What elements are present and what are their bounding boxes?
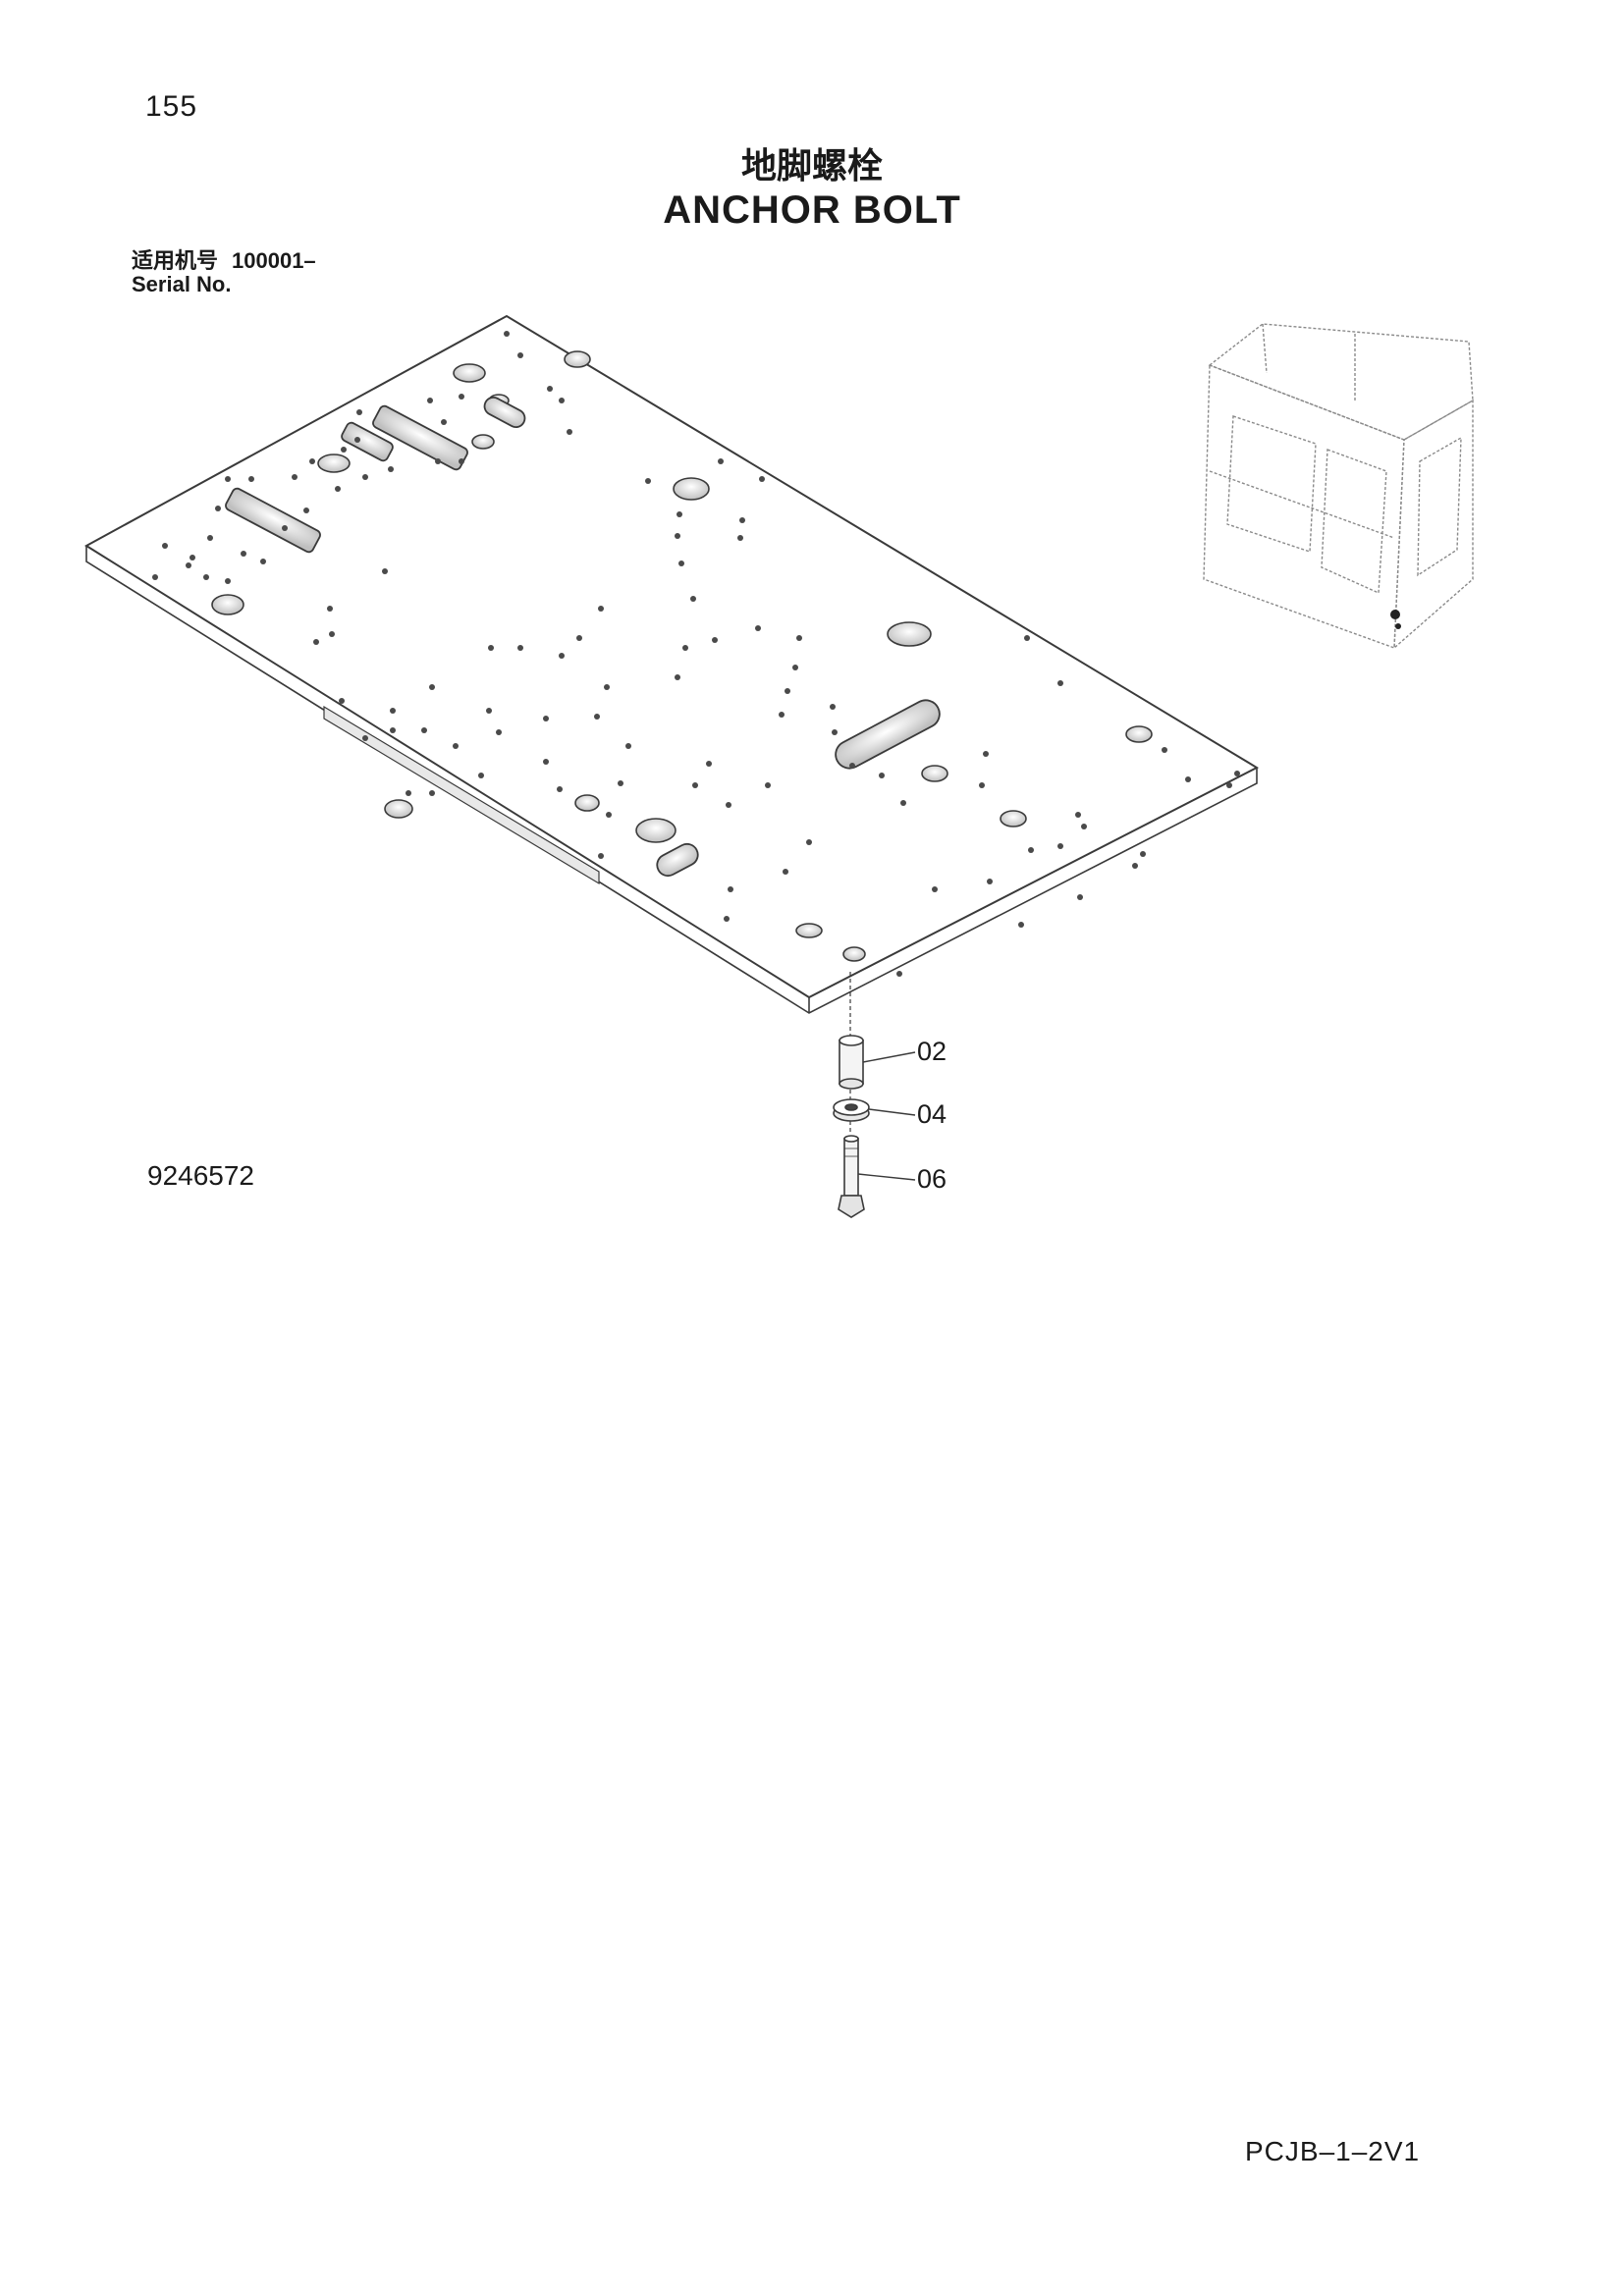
floor-plate — [84, 314, 1260, 1014]
serial-label-cn: 适用机号 — [132, 248, 219, 273]
plate-slots — [225, 396, 941, 878]
exploded-stack — [833, 972, 916, 1218]
plate-holes — [211, 350, 1153, 962]
cab-anchor-marker-icon — [1390, 610, 1401, 629]
drawing-number: 9246572 — [147, 1160, 255, 1191]
sheet-code: PCJB–1–2V1 — [1245, 2136, 1421, 2166]
bolt-part — [838, 1135, 865, 1218]
page-number: 155 — [145, 90, 198, 123]
title-chinese: 地脚螺栓 — [740, 146, 883, 187]
serial-label-en: Serial No. — [132, 272, 232, 296]
cab-thumbnail — [1203, 323, 1474, 650]
washer-part — [833, 1098, 870, 1122]
callout-04: 04 — [917, 1099, 947, 1129]
spacer-part — [839, 1035, 864, 1090]
serial-applicability: 适用机号 100001– Serial No. — [132, 249, 316, 296]
serial-value: 100001– — [232, 248, 316, 273]
plate-small-holes — [152, 331, 1240, 977]
callout-leaders — [857, 1051, 916, 1181]
callout-06: 06 — [917, 1164, 947, 1194]
title-english: ANCHOR BOLT — [663, 188, 961, 232]
callout-02: 02 — [917, 1037, 947, 1066]
